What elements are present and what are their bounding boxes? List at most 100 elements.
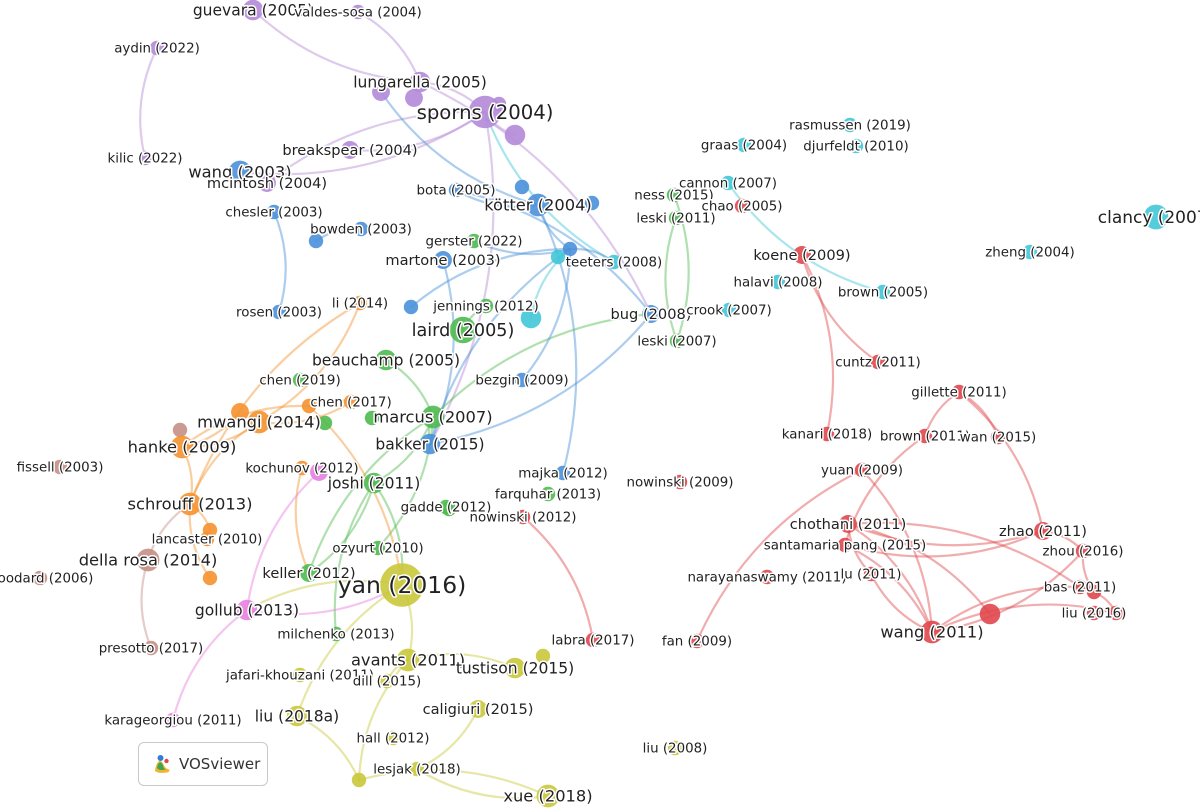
node-bas[interactable] (1072, 579, 1088, 595)
node-gerster[interactable] (466, 233, 482, 249)
node-label-mwangi[interactable]: mwangi (2014) (196, 411, 323, 433)
node-label-li2014[interactable]: li (2014) (330, 295, 389, 313)
node-mwangi[interactable] (247, 410, 271, 434)
node-label-leski2011[interactable]: leski (2011) (635, 210, 717, 228)
node-label-avants[interactable]: avants (2011) (349, 649, 466, 671)
node-label-leski2007[interactable]: leski (2007) (636, 333, 718, 351)
node-cuntz[interactable] (870, 354, 886, 370)
node-label-lungarella[interactable]: lungarella (2005) (352, 72, 489, 93)
node-kilic[interactable] (137, 150, 153, 166)
node-chothani[interactable] (839, 515, 857, 533)
node-r2[interactable] (1086, 584, 1102, 600)
node-label-chothani[interactable]: chothani (2011) (788, 515, 908, 535)
node-zhou[interactable] (1075, 543, 1091, 559)
node-chen2017[interactable] (343, 394, 359, 410)
node-label-hanke[interactable]: hanke (2009) (126, 436, 238, 458)
node-fan[interactable] (689, 633, 705, 649)
node-label-rasmussen[interactable]: rasmussen (2019) (788, 117, 913, 135)
node-wan[interactable] (990, 429, 1006, 445)
node-label-nowinski2012[interactable]: nowinski (2012) (468, 509, 578, 527)
node-label-jafari[interactable]: jafari-khouzani (2011) (223, 667, 375, 685)
node-kanari[interactable] (819, 426, 835, 442)
node-label-bowden[interactable]: bowden (2003) (309, 221, 414, 239)
node-b2[interactable] (308, 233, 324, 249)
node-o3[interactable] (202, 570, 218, 586)
node-label-rosen[interactable]: rosen (2003) (235, 304, 324, 322)
node-milchenko[interactable] (328, 626, 344, 642)
node-label-laird[interactable]: laird (2005) (410, 320, 516, 343)
node-label-zhou[interactable]: zhou (2016) (1041, 543, 1125, 561)
node-label-wang2003[interactable]: wang (2003) (187, 161, 293, 183)
node-hall[interactable] (385, 730, 401, 746)
node-label-halavi[interactable]: halavi (2008) (732, 274, 824, 292)
node-breakspear[interactable] (341, 141, 359, 159)
node-tustison[interactable] (504, 657, 526, 679)
node-label-kanari[interactable]: kanari (2018) (780, 426, 873, 444)
node-cannon[interactable] (720, 175, 736, 191)
node-pk1[interactable] (310, 463, 328, 481)
node-wang2003[interactable] (228, 160, 252, 184)
node-label-gerster[interactable]: gerster (2022) (424, 233, 524, 251)
node-label-breakspear[interactable]: breakspear (2004) (281, 141, 419, 161)
node-c2[interactable] (520, 307, 542, 329)
node-bezgin[interactable] (514, 372, 530, 388)
node-wang2011[interactable] (920, 620, 944, 644)
node-label-cuntz[interactable]: cuntz (2011) (834, 354, 922, 372)
node-label-wan[interactable]: wan (2015) (958, 429, 1037, 447)
node-label-aydin[interactable]: aydin (2022) (113, 40, 202, 58)
node-b5[interactable] (562, 241, 578, 257)
node-ness[interactable] (666, 187, 682, 203)
node-bowden[interactable] (353, 221, 369, 237)
node-c1[interactable] (550, 249, 566, 265)
node-label-schrouff[interactable]: schrouff (2013) (126, 493, 254, 515)
node-y1[interactable] (351, 772, 367, 788)
node-o1[interactable] (231, 403, 249, 421)
node-label-narayanaswamy[interactable]: narayanaswamy (2011) (686, 569, 848, 587)
node-yan[interactable] (380, 563, 424, 607)
node-jennings[interactable] (478, 298, 494, 314)
node-gadde[interactable] (438, 499, 454, 515)
node-label-ness[interactable]: ness (2015) (633, 187, 715, 205)
node-label-fan[interactable]: fan (2009) (660, 633, 733, 651)
node-g1[interactable] (317, 415, 333, 431)
node-koene[interactable] (793, 246, 811, 264)
node-label-gillette[interactable]: gillette (2011) (910, 384, 1008, 402)
node-graas[interactable] (736, 137, 752, 153)
node-lesjak[interactable] (409, 761, 425, 777)
node-label-chen2017[interactable]: chen (2017) (309, 394, 393, 412)
node-chao[interactable] (734, 198, 750, 214)
node-santamaria[interactable] (837, 537, 853, 553)
node-leski2011[interactable] (668, 210, 684, 226)
node-p2[interactable] (405, 89, 423, 107)
node-label-kochunov[interactable]: kochunov (2012) (244, 460, 360, 478)
node-nowinski2012[interactable] (515, 509, 531, 525)
node-dellarosa[interactable] (136, 548, 160, 572)
node-valdes[interactable] (350, 4, 366, 20)
node-halavi[interactable] (770, 274, 786, 290)
node-label-jennings[interactable]: jennings (2012) (431, 298, 540, 316)
node-label-presotto[interactable]: presotto (2017) (97, 640, 205, 658)
node-p1[interactable] (372, 83, 390, 101)
node-label-kotter[interactable]: kötter (2004) (483, 194, 594, 216)
node-clancy[interactable] (1143, 204, 1169, 230)
node-presotto[interactable] (143, 640, 159, 656)
node-b3[interactable] (403, 299, 419, 315)
node-label-yan[interactable]: yan (2016) (336, 570, 468, 601)
node-g2[interactable] (364, 410, 380, 426)
node-crook[interactable] (721, 302, 737, 318)
node-marcus[interactable] (421, 405, 445, 429)
node-label-djurfeldt[interactable]: djurfeldt (2010) (802, 138, 910, 156)
node-gillette[interactable] (951, 384, 967, 400)
node-label-lu[interactable]: lu (2011) (839, 566, 903, 584)
node-label-bezgin[interactable]: bezgin (2009) (474, 372, 570, 390)
node-label-xue[interactable]: xue (2018) (502, 785, 594, 807)
node-beauchamp[interactable] (375, 349, 397, 371)
node-label-martone[interactable]: martone (2003) (384, 251, 502, 271)
node-karageorgiou[interactable] (165, 712, 181, 728)
node-label-fissell[interactable]: fissell (2003) (15, 459, 105, 477)
node-martone[interactable] (434, 251, 452, 269)
node-kochunov[interactable] (294, 460, 310, 476)
node-label-tustison[interactable]: tustison (2015) (454, 658, 575, 679)
node-laird[interactable] (449, 316, 477, 344)
node-rosen[interactable] (271, 304, 287, 320)
